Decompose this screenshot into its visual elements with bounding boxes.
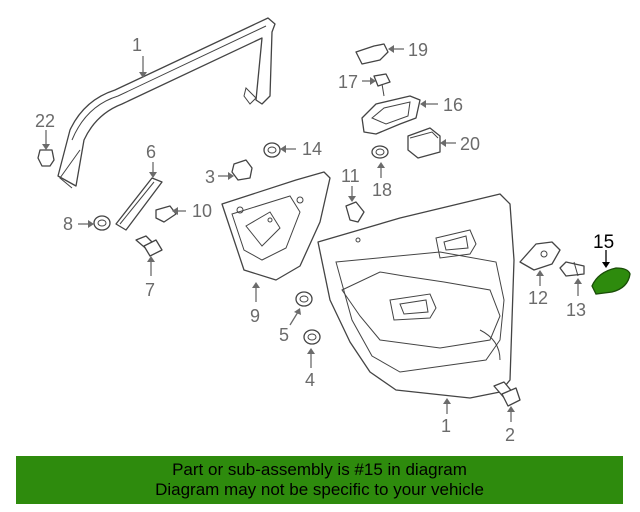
callout-15: 15	[593, 232, 614, 253]
part-2-bolt[interactable]	[493, 381, 521, 407]
part-11-clip[interactable]	[345, 201, 365, 223]
callout-21: 1	[132, 35, 142, 55]
info-banner: Part or sub-assembly is #15 in diagram D…	[16, 456, 623, 504]
callout-5: 5	[279, 325, 289, 345]
part-5-grommet[interactable]	[295, 291, 313, 307]
callout-4: 4	[305, 370, 315, 390]
part-15-trim-cover[interactable]	[591, 267, 631, 295]
callout-11: 11	[341, 166, 360, 186]
parts-diagram: 1 22 6 8 7 10 3 14	[35, 17, 631, 445]
part-12-bracket[interactable]	[519, 241, 561, 271]
callout-10: 10	[192, 201, 212, 221]
part-1-door-trim-panel[interactable]	[317, 193, 515, 399]
part-21-window-channel[interactable]	[57, 17, 276, 189]
callout-6: 6	[146, 142, 156, 162]
callout-12: 12	[528, 288, 548, 308]
callout-14: 14	[302, 139, 322, 159]
callout-2: 2	[505, 425, 515, 445]
part-8-grommet[interactable]	[93, 215, 111, 231]
callout-9: 9	[250, 306, 260, 326]
callout-19: 19	[408, 40, 428, 60]
part-20-switch[interactable]	[407, 127, 441, 159]
part-7-bolt[interactable]	[135, 235, 163, 257]
callout-20: 20	[460, 134, 480, 154]
part-22-clip[interactable]	[37, 149, 55, 167]
banner-line-2: Diagram may not be specific to your vehi…	[155, 480, 484, 499]
callout-18: 18	[372, 180, 392, 200]
part-6-weatherstrip[interactable]	[115, 177, 163, 231]
callout-16: 16	[443, 95, 463, 115]
part-4-grommet[interactable]	[303, 329, 321, 345]
callout-22: 22	[35, 111, 55, 131]
part-14-grommet[interactable]	[263, 142, 281, 158]
part-10-clip[interactable]	[155, 205, 177, 223]
part-18-grommet[interactable]	[371, 145, 389, 159]
callout-8: 8	[63, 214, 73, 234]
part-17-screw[interactable]	[373, 73, 391, 97]
banner-line-1: Part or sub-assembly is #15 in diagram	[172, 460, 467, 479]
part-9-inner-panel[interactable]	[221, 171, 331, 281]
callout-1: 1	[441, 416, 451, 436]
callout-17: 17	[338, 72, 358, 92]
callout-13: 13	[566, 300, 586, 320]
callout-7: 7	[145, 280, 155, 300]
part-13-bolt[interactable]	[559, 261, 585, 277]
part-16-handle-bezel[interactable]	[361, 95, 421, 135]
part-3-clip[interactable]	[231, 159, 253, 181]
callout-3: 3	[205, 167, 215, 187]
part-19-clip[interactable]	[355, 43, 389, 65]
